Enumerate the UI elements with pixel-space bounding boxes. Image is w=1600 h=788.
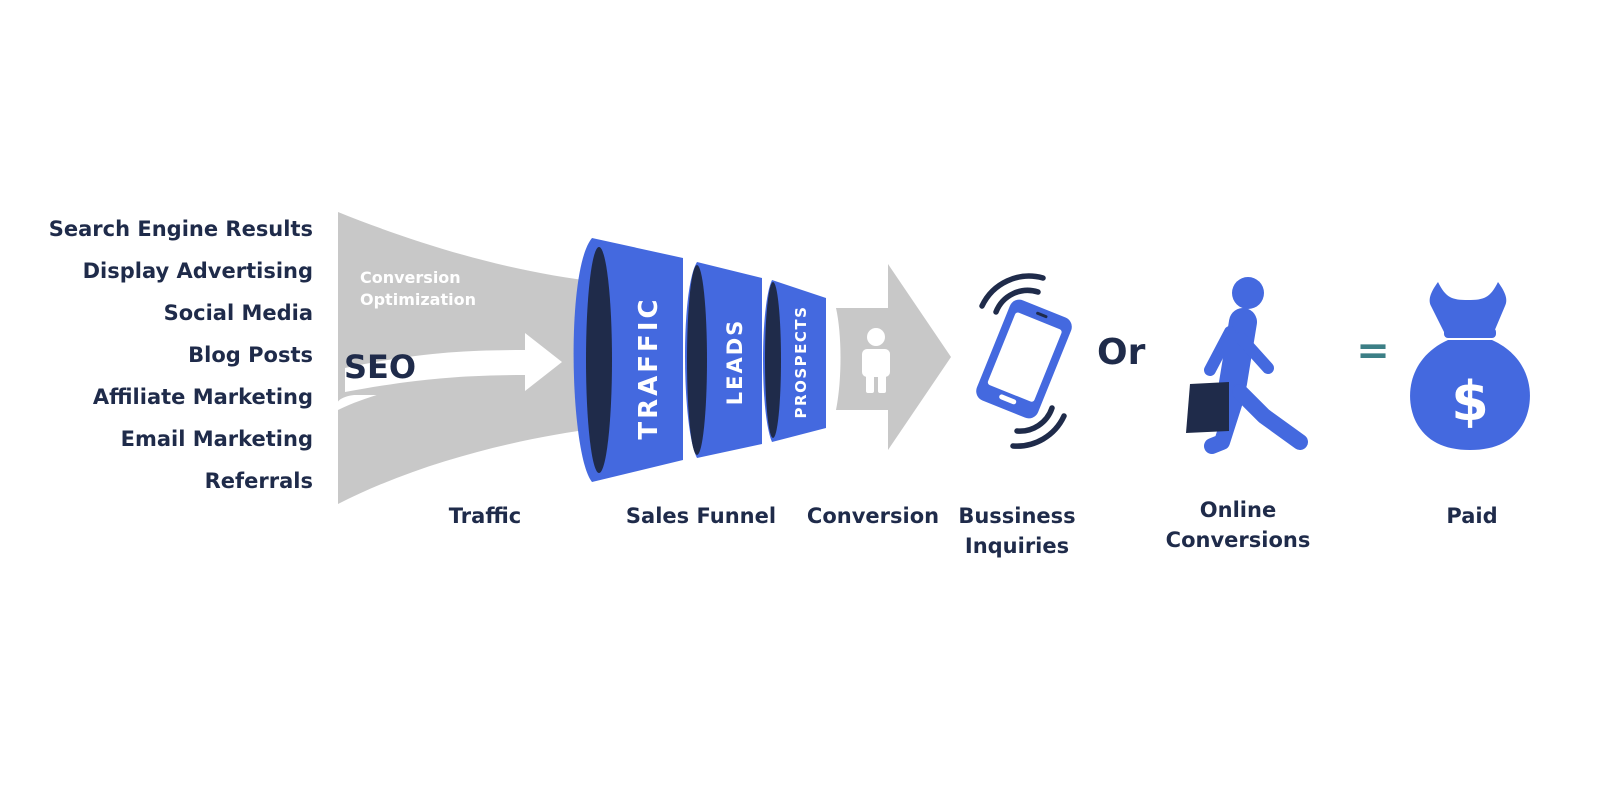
- traffic-ribbons: [338, 212, 600, 504]
- conversion-optimization-line-2: Optimization: [360, 290, 476, 309]
- stage-captions: Traffic Sales Funnel Conversion Bussines…: [449, 498, 1498, 558]
- caption-paid: Paid: [1446, 504, 1497, 528]
- source-search-engine-results: Search Engine Results: [49, 217, 313, 241]
- caption-online-conversions-line-1: Online: [1200, 498, 1276, 522]
- or-label: Or: [1097, 332, 1146, 373]
- conversion-optimization-line-1: Conversion: [360, 268, 461, 287]
- caption-business-inquiries-line-2: Inquiries: [965, 534, 1069, 558]
- vibration-waves: [979, 273, 1067, 449]
- equals-sign: =: [1356, 328, 1390, 374]
- lower-ribbon: [338, 345, 600, 504]
- caption-online-conversions-line-2: Conversions: [1166, 528, 1311, 552]
- traffic-sources-list: Search Engine Results Display Advertisin…: [49, 217, 313, 493]
- caption-traffic: Traffic: [449, 504, 521, 528]
- source-social-media: Social Media: [164, 301, 313, 325]
- shopping-bag: [1186, 382, 1229, 433]
- seo-arrow: [345, 333, 562, 392]
- funnel-ring-leads: [687, 265, 707, 455]
- funnel-mouth: [586, 247, 612, 473]
- caption-conversion: Conversion: [807, 504, 939, 528]
- funnel-label-leads: LEADS: [723, 319, 747, 406]
- walking-shopper-icon: [1186, 277, 1308, 454]
- source-display-advertising: Display Advertising: [83, 259, 313, 283]
- conversion-arrow: [836, 264, 951, 450]
- phone-icon: [976, 273, 1072, 449]
- seo-label: SEO: [344, 348, 416, 386]
- funnel-label-traffic: TRAFFIC: [634, 296, 664, 439]
- source-email-marketing: Email Marketing: [121, 427, 313, 451]
- money-bag-icon: $: [1410, 282, 1530, 450]
- source-referrals: Referrals: [205, 469, 313, 493]
- dollar-sign: $: [1451, 370, 1489, 433]
- funnel-label-prospects: PROSPECTS: [792, 306, 810, 419]
- conversion-arrow-shape: [836, 264, 951, 450]
- source-affiliate-marketing: Affiliate Marketing: [93, 385, 313, 409]
- funnel-ring-prospects: [765, 282, 781, 438]
- person-icon: [862, 328, 890, 393]
- caption-business-inquiries-line-1: Bussiness: [958, 504, 1075, 528]
- caption-sales-funnel: Sales Funnel: [626, 504, 776, 528]
- sales-funnel: TRAFFIC LEADS PROSPECTS: [573, 238, 826, 482]
- source-blog-posts: Blog Posts: [188, 343, 313, 367]
